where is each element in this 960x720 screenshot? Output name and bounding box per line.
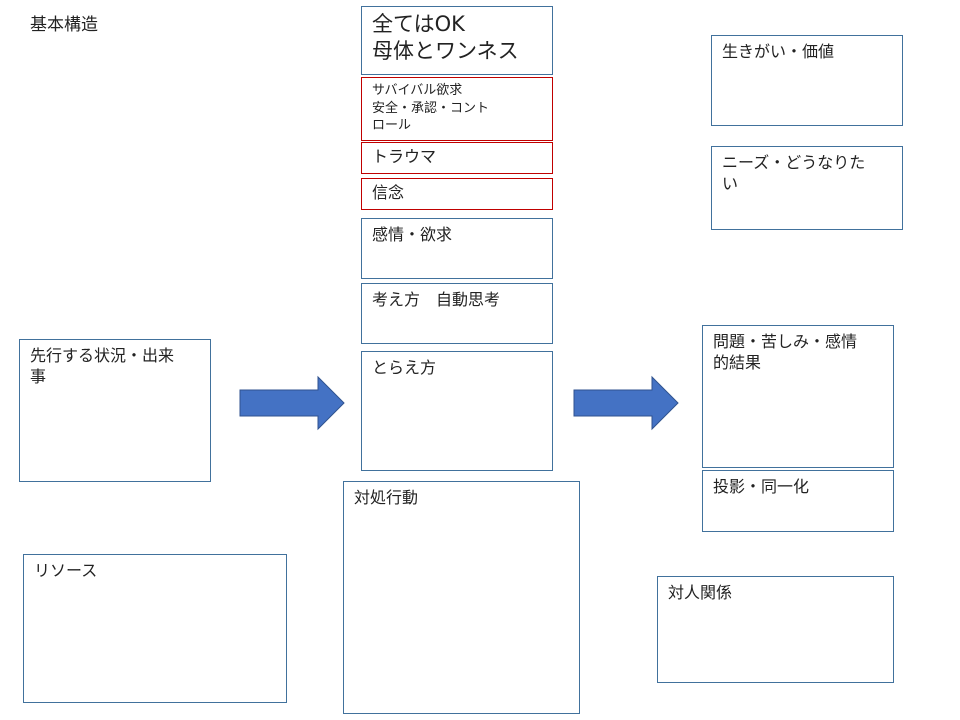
box-needs: ニーズ・どうなりた い <box>711 146 903 230</box>
box-belief: 信念 <box>361 178 553 210</box>
box-subete-ok: 全てはOK 母体とワンネス <box>361 6 553 75</box>
arrow-right-icon <box>239 375 345 431</box>
box-emotion-desire: 感情・欲求 <box>361 218 553 279</box>
box-preceding-situation: 先行する状況・出来 事 <box>19 339 211 482</box>
box-resource: リソース <box>23 554 287 703</box>
diagram-title: 基本構造 <box>30 15 98 35</box>
box-coping-behavior: 対処行動 <box>343 481 580 714</box>
box-projection: 投影・同一化 <box>702 470 894 532</box>
arrow-right-icon <box>573 375 679 431</box>
box-perception: とらえ方 <box>361 351 553 471</box>
box-survival-needs: サバイバル欲求 安全・承認・コント ロール <box>361 77 553 141</box>
box-problem-result: 問題・苦しみ・感情 的結果 <box>702 325 894 468</box>
box-trauma: トラウマ <box>361 142 553 174</box>
box-interpersonal: 対人関係 <box>657 576 894 683</box>
box-ikigai-value: 生きがい・価値 <box>711 35 903 126</box>
box-thinking: 考え方 自動思考 <box>361 283 553 344</box>
